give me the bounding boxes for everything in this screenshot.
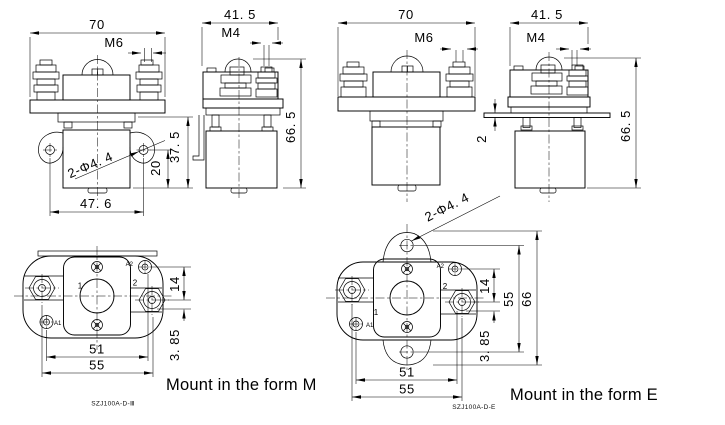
relay-body [337,55,476,192]
terminal-label-a1: A1 [54,321,62,327]
dimension-lines [493,21,641,189]
terminal-label-a1: A1 [366,323,374,329]
relay-body [483,56,611,194]
terminal-label-a2: A2 [437,264,445,270]
dim-width-70: 70 [89,17,105,32]
left-terminal-stud [339,61,368,98]
dimension-lines [351,195,542,401]
dim-3-85: 3. 85 [477,330,492,362]
relay-body [192,58,284,194]
dim-55: 55 [89,358,105,373]
cover-screw [91,319,103,331]
centerlines [326,224,484,370]
cover-screw [401,263,413,275]
form-e-top-view: 2-Φ4. 4 1 2 A2 A1 14 3. 85 55 66 51 55 S… [326,189,658,411]
relay-body [22,250,166,339]
dim-height-66-5: 66. 5 [618,110,633,142]
terminal-label-a2: A2 [126,262,134,268]
form-e-front-view: 70 M6 [337,7,478,202]
mounting-flange [483,112,611,118]
form-m-top-view: 1 2 A2 A1 14 3. 85 51 55 SZJ100A-D-Ⅲ Mou… [14,246,317,408]
caption-form-m: Mount in the form M [166,376,317,394]
terminal-label-2: 2 [443,282,448,291]
dim-51: 51 [399,365,415,380]
right-terminal-stud [445,61,474,98]
thread-label-m6: M6 [104,35,123,50]
cover-screw [91,261,103,273]
terminal-1-hex [28,276,56,300]
bottom-mounting-ear [382,339,432,366]
terminal-a1 [39,315,54,329]
part-number-e: SZJ100A-D-E [452,404,496,411]
form-e-side-view: 41. 5 M4 66. 5 2 [474,7,641,202]
mounting-bracket [192,115,205,161]
dim-base-47-6: 47. 6 [80,196,112,211]
center-terminal-stud [219,66,252,97]
hole-callout: 2-Φ4. 4 [422,189,471,224]
dim-width-41-5: 41. 5 [531,7,563,22]
left-mounting-ear [38,131,64,164]
thread-label-m6: M6 [414,30,433,45]
dim-3-85: 3. 85 [167,329,182,361]
dim-width-70: 70 [398,7,414,22]
aux-terminal-stud [566,64,589,96]
right-terminal-stud [135,59,163,101]
dimension-lines [41,266,191,377]
dim-66-vertical: 66 [519,291,534,307]
terminal-a1 [349,317,363,331]
terminal-1-hex [338,278,366,302]
caption-form-e: Mount in the form E [510,386,658,404]
dim-55-vertical: 55 [501,291,516,307]
part-number-m: SZJ100A-D-Ⅲ [91,401,135,408]
right-mounting-ear [129,131,155,164]
dim-height-37-5: 37. 5 [167,131,182,163]
terminal-label-2: 2 [133,279,138,288]
dim-height-20: 20 [148,160,163,176]
center-terminal-stud [530,64,563,95]
hole-callout: 2-Φ4. 4 [65,149,115,181]
top-mounting-ear [382,232,432,263]
terminal-label-1: 1 [374,308,379,317]
dimension-lines [201,21,306,189]
thread-label-m4: M4 [221,25,240,40]
thread-label-m4: M4 [526,30,545,45]
dim-flange-2: 2 [474,135,489,143]
centerlines [14,246,174,350]
form-m-side-view: 41. 5 M4 66. 5 [192,7,306,200]
left-terminal-stud [32,59,60,101]
dimension-lines [29,31,193,216]
dim-55: 55 [399,382,415,397]
dim-14: 14 [477,278,492,294]
relay-body [336,232,478,366]
form-m-front-view: 70 M6 2-Φ4. 4 37. 5 20 47. 6 [29,17,193,216]
dim-width-41-5: 41. 5 [224,7,256,22]
terminal-label-1: 1 [78,282,83,291]
dimension-lines [337,21,478,96]
cover-screw [401,321,413,333]
relay-body [29,59,166,194]
dim-height-66-5: 66. 5 [283,111,298,143]
aux-terminal-stud [255,66,278,98]
dim-14: 14 [167,276,182,292]
dim-51: 51 [89,342,105,357]
